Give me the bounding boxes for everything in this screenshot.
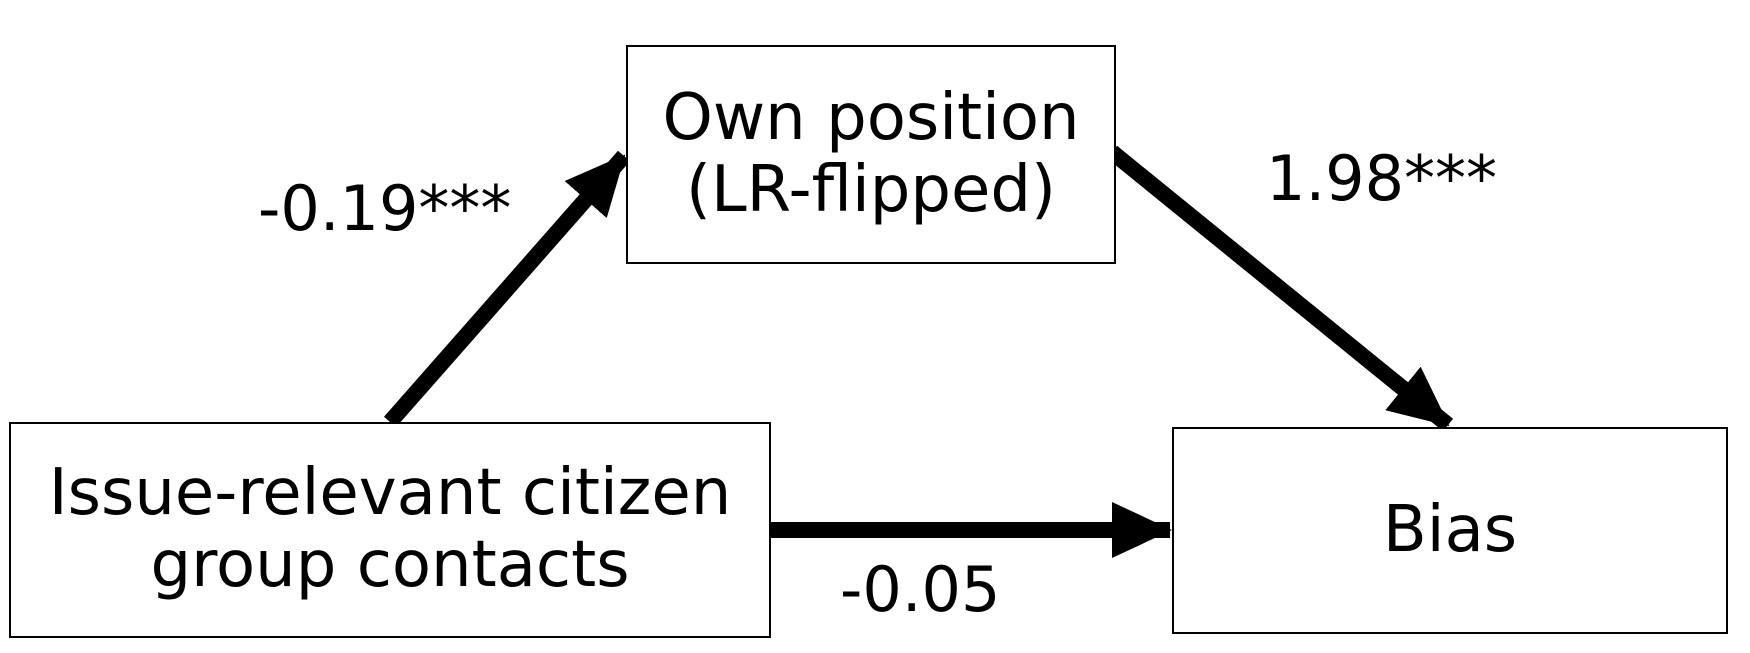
node-bias-label: Bias bbox=[1382, 492, 1518, 567]
node-citizen-group-contacts: Issue-relevant citizen group contacts bbox=[9, 422, 771, 638]
arrow-mediator-to-outcome bbox=[1106, 145, 1454, 432]
node-citizen-group-contacts-line1: Issue-relevant citizen bbox=[48, 456, 732, 531]
node-own-position-line2: (LR-flipped) bbox=[686, 152, 1056, 227]
arrow-predictor-to-mediator bbox=[383, 150, 631, 428]
coefficient-mediator-to-outcome: 1.98*** bbox=[1266, 142, 1498, 215]
coefficient-predictor-to-mediator: -0.19*** bbox=[258, 172, 512, 245]
node-own-position-line1: Own position bbox=[662, 80, 1080, 155]
node-own-position: Own position (LR-flipped) bbox=[626, 45, 1116, 264]
node-citizen-group-contacts-line2: group contacts bbox=[150, 528, 630, 602]
coefficient-predictor-to-outcome: -0.05 bbox=[840, 553, 1001, 626]
node-bias: Bias bbox=[1172, 427, 1728, 634]
